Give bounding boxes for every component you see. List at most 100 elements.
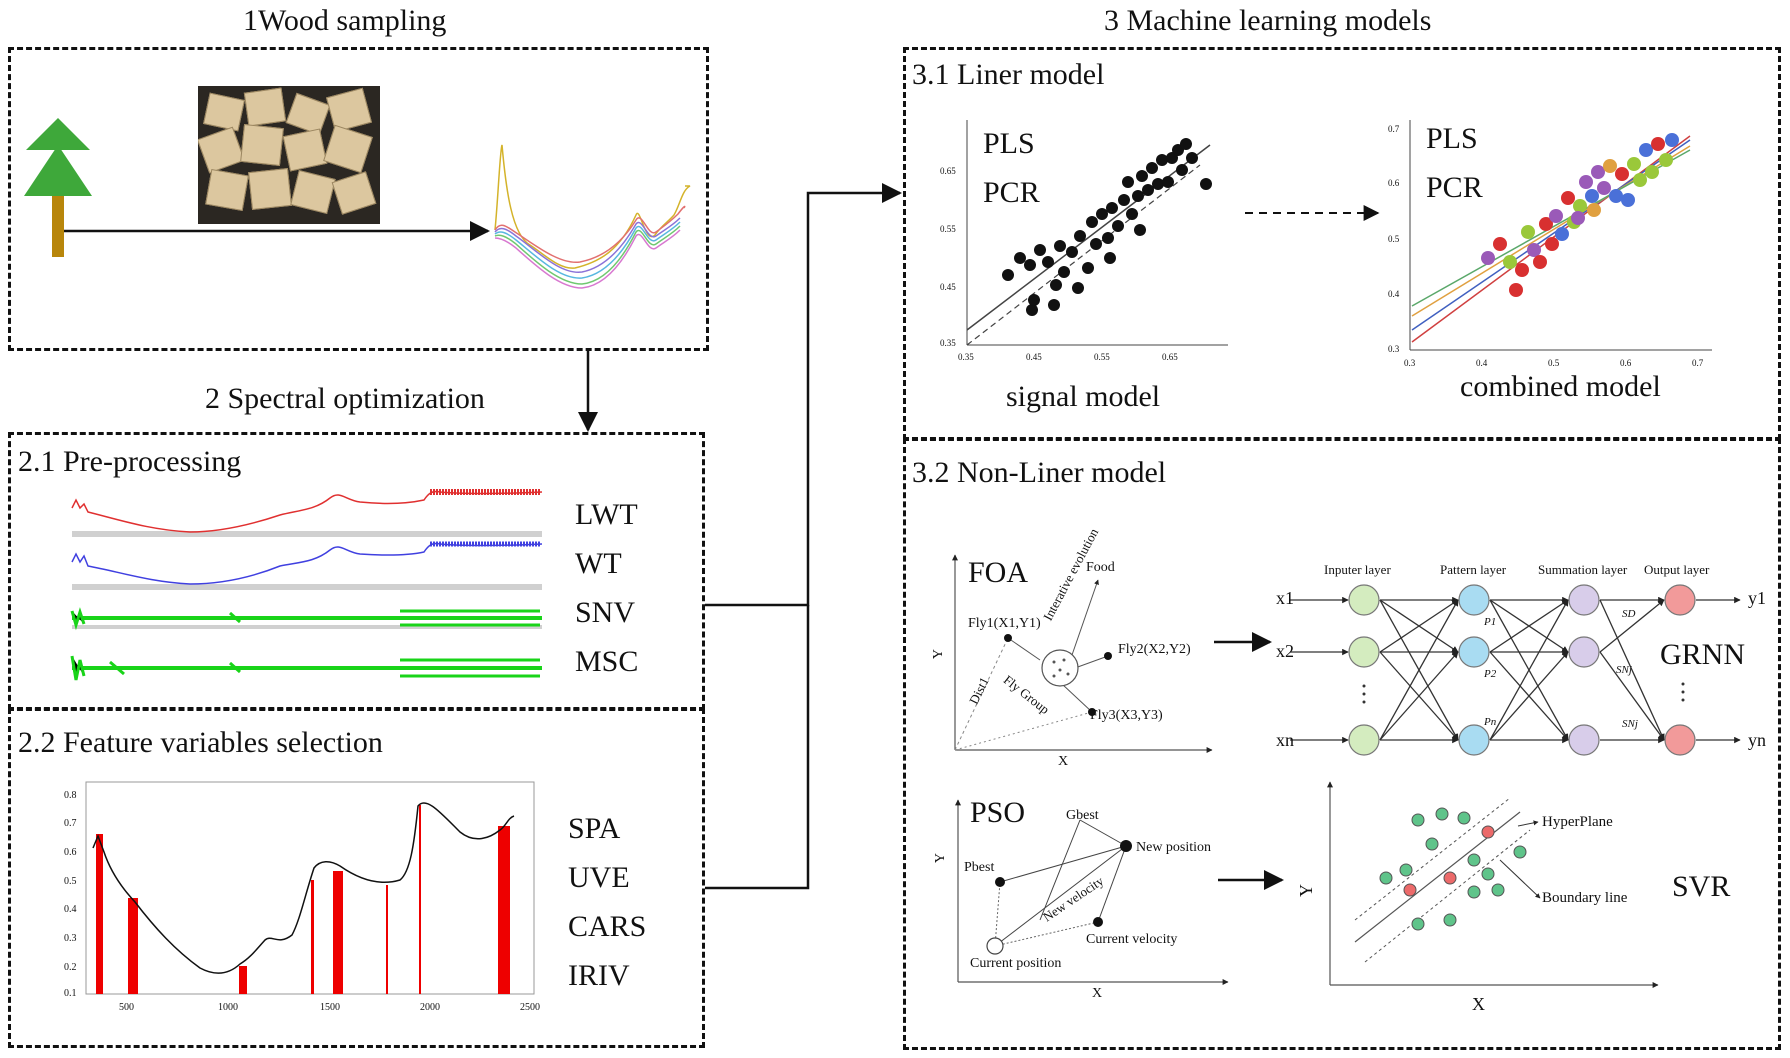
combined-ytick: 0.4 xyxy=(1388,289,1400,299)
method-snv: SNV xyxy=(575,596,636,629)
combined-model-label: combined model xyxy=(1460,370,1661,403)
feature-xtick: 1000 xyxy=(218,1002,238,1013)
method-uve: UVE xyxy=(568,861,630,894)
signal-model-label: signal model xyxy=(1006,380,1161,413)
combined-ytick: 0.3 xyxy=(1388,344,1400,354)
nir-spectra xyxy=(494,144,691,289)
preprocessing-title: 2.1 Pre-processing xyxy=(18,445,242,478)
foa-y-label: Y xyxy=(931,648,947,660)
grnn-input-label: x2 xyxy=(1276,641,1294,661)
method-iriv: IRIV xyxy=(568,959,630,992)
combined-model-plot xyxy=(1409,120,1712,351)
wood-sampling-title: 1Wood sampling xyxy=(243,4,447,37)
grnn-s-label: SNj xyxy=(1622,718,1638,730)
combined-xtick: 0.3 xyxy=(1404,358,1416,368)
combined-points xyxy=(1481,133,1679,297)
grnn-layer-label: Inputer layer xyxy=(1324,562,1391,577)
grnn-layer-label: Output layer xyxy=(1644,562,1710,577)
preprocessing-connector xyxy=(705,183,902,607)
grnn-s-label: SD xyxy=(1622,608,1636,620)
pso-pbest-label: Pbest xyxy=(964,860,995,875)
signal-ytick: 0.55 xyxy=(940,224,956,234)
grnn-input-label: xn xyxy=(1276,730,1294,750)
pso-current-position-label: Current position xyxy=(970,956,1062,971)
grnn-input-label: x1 xyxy=(1276,588,1294,608)
feature-ytick: 0.8 xyxy=(64,790,77,801)
grnn-output-label: yn xyxy=(1748,730,1766,750)
grnn-output-label: y1 xyxy=(1748,588,1766,608)
pso-y-label: Y xyxy=(933,852,949,864)
foa-x-label: X xyxy=(1058,754,1069,769)
signal-xtick: 0.65 xyxy=(1162,352,1178,362)
combined-xtick: 0.6 xyxy=(1620,358,1632,368)
feature-xtick: 500 xyxy=(119,1002,134,1013)
feature-ytick: 0.4 xyxy=(64,904,77,915)
grnn-p-label: P2 xyxy=(1484,668,1497,680)
method-msc: MSC xyxy=(575,645,639,678)
pso-gbest-label: Gbest xyxy=(1066,808,1099,823)
signal-xtick: 0.55 xyxy=(1094,352,1110,362)
combined-xtick: 0.4 xyxy=(1476,358,1488,368)
signal-ytick: 0.65 xyxy=(940,166,956,176)
grnn-network xyxy=(1290,584,1741,756)
grnn-p-label: Pn xyxy=(1484,716,1497,728)
feature-selection-title: 2.2 Feature variables selection xyxy=(18,726,383,759)
wood-sampling-box xyxy=(8,47,709,351)
pso-diagram xyxy=(955,799,1229,985)
signal-pcr-label: PCR xyxy=(983,176,1040,209)
foa-food-label: Food xyxy=(1086,560,1115,575)
tree-icon xyxy=(24,118,92,257)
signal-model-plot xyxy=(966,120,1228,346)
svr-y-label: Y xyxy=(1296,884,1316,897)
feature-selection-box xyxy=(8,708,705,1048)
method-wt: WT xyxy=(575,547,622,580)
foa-fly2-label: Fly2(X2,Y2) xyxy=(1118,642,1191,657)
feature-xtick: 1500 xyxy=(320,1002,340,1013)
feature-selection-chart xyxy=(85,781,535,995)
foa-fly3-label: Fly3(X3,Y3) xyxy=(1090,708,1163,723)
liner-model-title: 3.1 Liner model xyxy=(912,58,1105,91)
pso-x-label: X xyxy=(1092,986,1103,1001)
nonliner-model-title: 3.2 Non-Liner model xyxy=(912,456,1167,489)
feature-ytick: 0.1 xyxy=(64,988,77,999)
grnn-layer-label: Summation layer xyxy=(1538,562,1628,577)
signal-points xyxy=(1002,138,1212,316)
combined-pls-label: PLS xyxy=(1426,122,1478,155)
wood-blocks-photo xyxy=(198,86,380,224)
feature-ytick: 0.6 xyxy=(64,847,77,858)
svr-boundary-label: Boundary line xyxy=(1542,890,1628,906)
combined-xtick: 0.5 xyxy=(1548,358,1560,368)
grnn-s-label: SNj xyxy=(1616,664,1632,676)
feature-ytick: 0.7 xyxy=(64,818,77,829)
pso-current-velocity-label: Current velocity xyxy=(1086,932,1178,947)
grnn-p-label: P1 xyxy=(1484,616,1497,628)
signal-xtick: 0.45 xyxy=(1026,352,1042,362)
method-cars: CARS xyxy=(568,910,647,943)
feature-ytick: 0.2 xyxy=(64,962,77,973)
combined-xtick: 0.7 xyxy=(1692,358,1704,368)
pso-title: PSO xyxy=(970,796,1026,829)
combined-pcr-label: PCR xyxy=(1426,171,1483,204)
feature-connector xyxy=(705,605,810,890)
pso-new-position-label: New position xyxy=(1136,840,1212,855)
signal-pls-label: PLS xyxy=(983,127,1035,160)
combined-ytick: 0.5 xyxy=(1388,234,1400,244)
svr-hyperplane-label: HyperPlane xyxy=(1542,814,1613,830)
signal-ytick: 0.45 xyxy=(940,282,956,292)
spectral-optimization-title: 2 Spectral optimization xyxy=(205,382,485,415)
combined-ytick: 0.6 xyxy=(1388,178,1400,188)
feature-xtick: 2500 xyxy=(520,1002,540,1013)
combined-ytick: 0.7 xyxy=(1388,124,1400,134)
method-lwt: LWT xyxy=(575,498,638,531)
foa-title: FOA xyxy=(968,556,1029,589)
foa-fly1-label: Fly1(X1,Y1) xyxy=(968,616,1041,631)
svr-x-label: X xyxy=(1472,994,1485,1014)
svr-diagram xyxy=(1327,781,1659,988)
feature-xtick: 2000 xyxy=(420,1002,440,1013)
grnn-title: GRNN xyxy=(1660,638,1746,671)
foa-diagram xyxy=(952,554,1213,753)
grnn-layer-label: Pattern layer xyxy=(1440,562,1507,577)
feature-ytick: 0.3 xyxy=(64,933,77,944)
signal-xtick: 0.35 xyxy=(958,352,974,362)
